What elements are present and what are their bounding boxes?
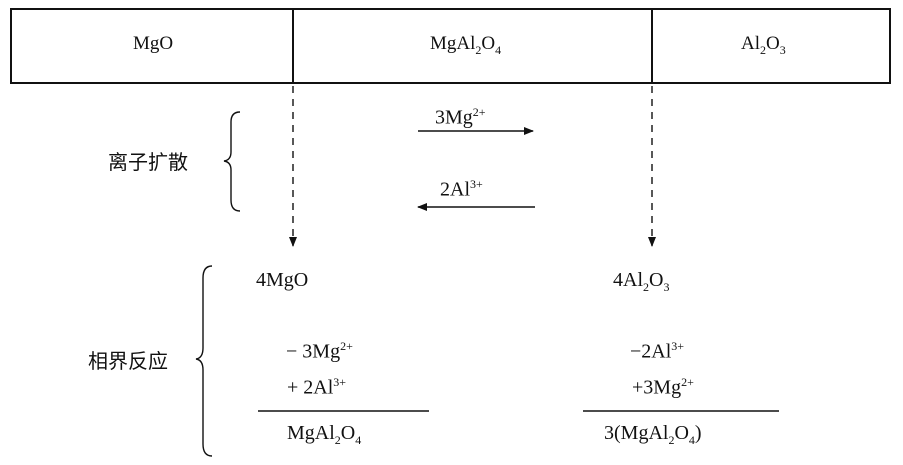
interface-line-mgo-spinel: [292, 8, 294, 84]
right-reactant: 4Al2O3: [613, 269, 670, 294]
al-ion-label: 2Al3+: [440, 177, 483, 201]
brace-reaction: [195, 265, 213, 457]
mg-ion-label: 3Mg2+: [435, 105, 486, 129]
interface-line-spinel-alumina: [651, 8, 653, 84]
layer-mgo-label: MgO: [133, 33, 174, 54]
layer-spinel-label: MgAl2O4: [430, 33, 502, 57]
left-product: MgAl2O4: [287, 422, 362, 447]
brace-diffusion: [223, 111, 241, 212]
layer-alumina-label: Al2O3: [741, 33, 786, 57]
left-minus-term: − 3Mg2+: [286, 339, 353, 363]
right-plus-term: +3Mg2+: [632, 375, 694, 399]
left-reactant: 4MgO: [256, 269, 309, 291]
right-product: 3(MgAl2O4): [604, 422, 702, 447]
ionic-diffusion-label: 离子扩散: [108, 150, 188, 174]
right-minus-term: −2Al3+: [630, 339, 685, 363]
left-plus-term: + 2Al3+: [287, 375, 347, 399]
interface-reaction-label: 相界反应: [88, 349, 168, 373]
layer-diagram-box: [10, 8, 891, 84]
